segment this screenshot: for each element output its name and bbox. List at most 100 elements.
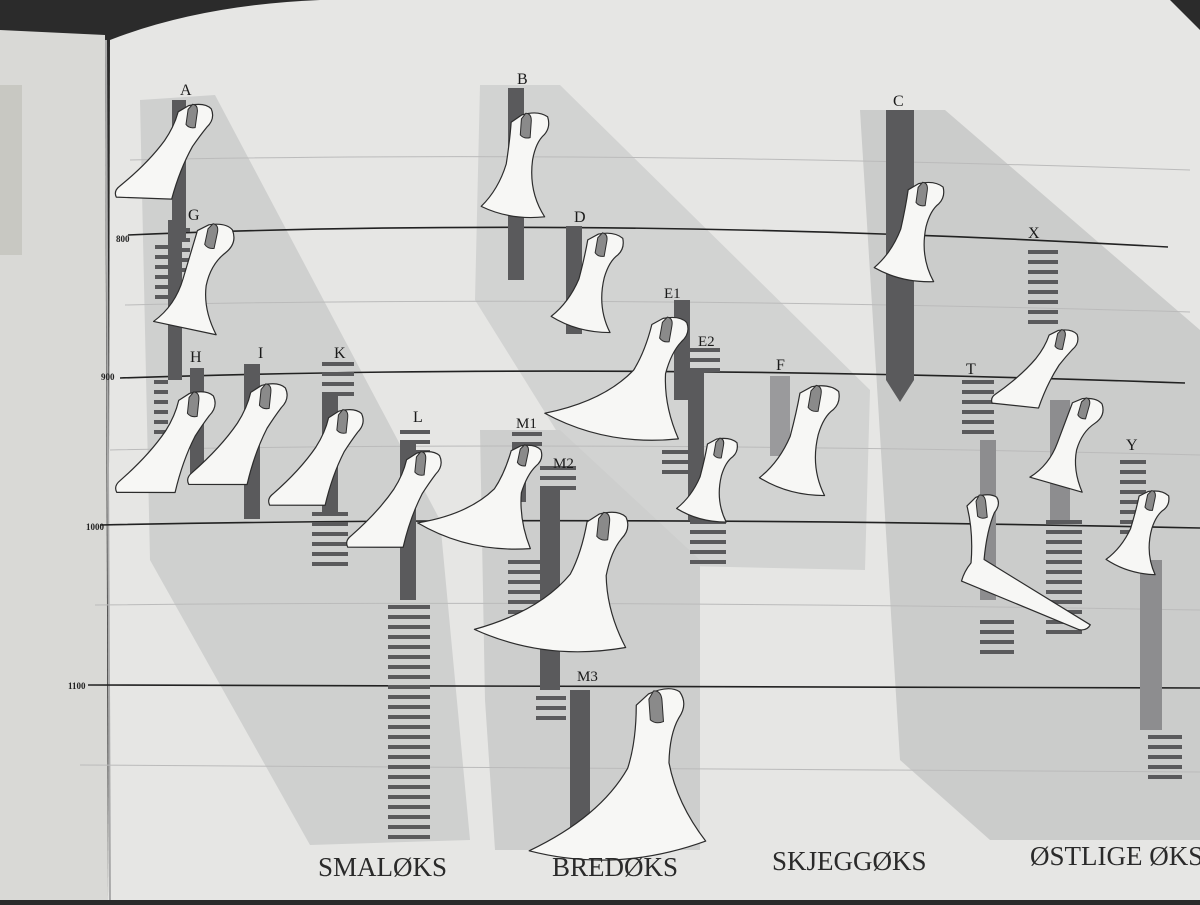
left-page	[0, 30, 108, 900]
year-mark-1000: 1000	[86, 522, 105, 532]
type-label-m1: M1	[516, 416, 537, 432]
ladder-rung	[690, 560, 726, 564]
ladder-rung	[1028, 270, 1058, 274]
ladder-rung	[400, 450, 430, 454]
ladder-rung	[684, 358, 720, 362]
ladder-rung	[684, 368, 720, 372]
ladder-rung	[388, 605, 430, 609]
ladder-rung	[154, 390, 168, 394]
category-skjeggoks: SKJEGGØKS	[772, 846, 927, 876]
ladder-rung	[312, 532, 348, 536]
year-mark-1100: 1100	[68, 681, 86, 691]
ladder-rung	[980, 620, 1014, 624]
ladder-rung	[154, 400, 168, 404]
ladder-rung	[662, 450, 688, 454]
ladder-rung	[388, 825, 430, 829]
ladder-rung	[388, 685, 430, 689]
ladder-rung	[980, 640, 1014, 644]
ladder-rung	[154, 430, 168, 434]
type-label-c: C	[893, 93, 904, 110]
type-label-y: Y	[1126, 437, 1138, 454]
ladder-rung	[388, 785, 430, 789]
ladder-rung	[962, 400, 994, 404]
ladder-rung	[1120, 460, 1146, 464]
category-ostlige-oks: ØSTLIGE ØKS	[1030, 841, 1200, 871]
ladder-rung	[388, 735, 430, 739]
type-label-b: B	[517, 71, 528, 88]
axe-f	[758, 384, 840, 497]
ladder-rung	[172, 268, 190, 272]
ladder-rung	[388, 815, 430, 819]
category-bredoks: BREDØKS	[552, 852, 678, 882]
axe-eye	[807, 384, 822, 412]
axe-c	[873, 181, 945, 283]
axe-eye	[336, 409, 349, 434]
axe-x-lower	[1029, 397, 1104, 493]
ladder-rung	[388, 705, 430, 709]
axe-eye	[414, 451, 427, 476]
ladder-rung	[155, 275, 171, 279]
ladder-rung	[312, 522, 348, 526]
axe-eye	[519, 112, 532, 139]
type-label-e2: E2	[698, 334, 715, 350]
ladder-rung	[155, 265, 171, 269]
axe-m1	[417, 444, 543, 550]
ladder-rung	[690, 550, 726, 554]
ladder-rung	[1046, 520, 1082, 524]
ladder-rung	[1046, 570, 1082, 574]
ladder-rung	[388, 665, 430, 669]
axe-eye	[185, 103, 198, 129]
axe-x-upper	[990, 329, 1079, 409]
ladder-rung	[1046, 600, 1082, 604]
ladder-rung	[388, 835, 430, 839]
ladder-rung	[1148, 755, 1182, 759]
ladder-rung	[536, 696, 566, 700]
page-gutter	[105, 39, 111, 901]
ladder-rung	[172, 258, 190, 262]
ladder-rung	[540, 476, 576, 480]
type-label-l: L	[413, 409, 423, 426]
axe-k	[268, 408, 364, 506]
ladder-rung	[1120, 500, 1146, 504]
ladder-rung	[690, 530, 726, 534]
ladder-rung	[962, 430, 994, 434]
ladder-rung	[662, 460, 688, 464]
ladder-rung	[508, 570, 540, 574]
ladder-rung	[388, 795, 430, 799]
ladder-rung	[1046, 560, 1082, 564]
ladder-rung	[1028, 280, 1058, 284]
type-label-k: K	[334, 345, 346, 362]
year-mark-800: 800	[116, 234, 130, 244]
ladder-rung	[1028, 260, 1058, 264]
ladder-rung	[1046, 630, 1082, 634]
ladder-rung	[388, 775, 430, 779]
axe-eye	[186, 391, 200, 418]
ladder-rung	[962, 410, 994, 414]
ladder-rung	[1148, 775, 1182, 779]
ladder-rung	[154, 380, 168, 384]
axe-m3	[528, 688, 707, 861]
ladder-rung	[1028, 290, 1058, 294]
ladder-rung	[322, 372, 354, 376]
ladder-rung	[388, 675, 430, 679]
type-label-m3: M3	[577, 669, 598, 685]
ladder-rung	[1028, 320, 1058, 324]
ladder-rung	[962, 390, 994, 394]
type-label-a: A	[180, 82, 192, 99]
ladder-rung	[154, 420, 168, 424]
ladder-rung	[155, 295, 171, 299]
axe-eye	[648, 690, 665, 724]
type-label-g: G	[188, 207, 200, 224]
ladder-rung	[388, 645, 430, 649]
ladder-rung	[1028, 310, 1058, 314]
axe-a	[114, 103, 214, 200]
ladder-rung	[1120, 510, 1146, 514]
ladder-rung	[388, 805, 430, 809]
axe-m2	[473, 511, 629, 653]
ladder-rung	[1120, 480, 1146, 484]
type-label-f: F	[776, 357, 785, 374]
axe-eye	[1054, 329, 1066, 350]
ladder-rung	[400, 430, 430, 434]
